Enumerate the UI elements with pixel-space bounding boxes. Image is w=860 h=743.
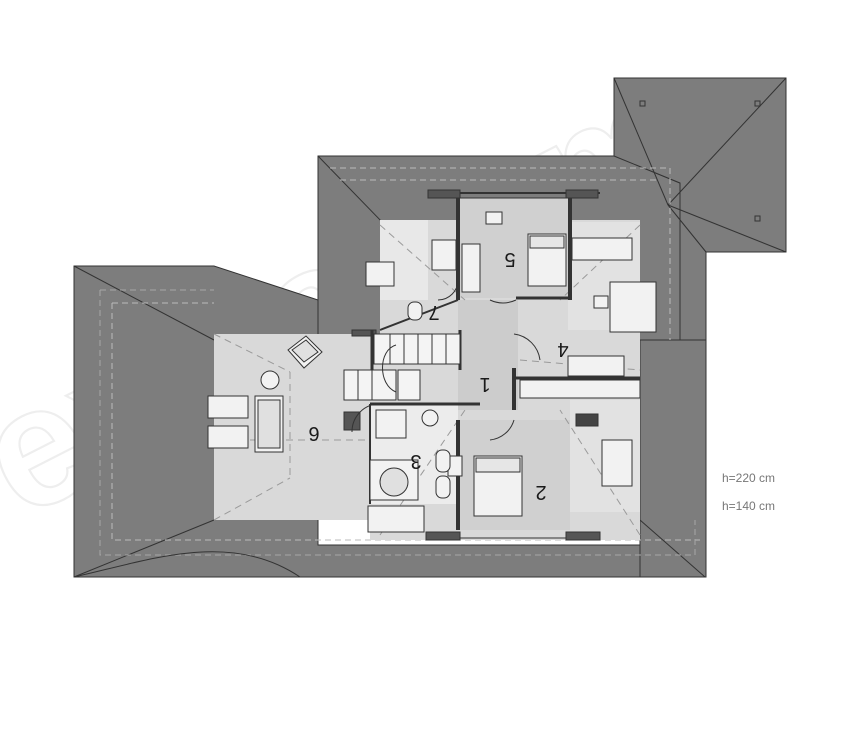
vanity	[367, 505, 425, 533]
side-table	[207, 395, 249, 419]
staircase	[343, 333, 461, 401]
shower	[375, 409, 407, 439]
furniture	[207, 211, 657, 533]
room-label-6: 6	[308, 422, 319, 444]
wardrobe-hall	[519, 379, 641, 399]
room-labels: 5 7 4 1 6 3 2	[308, 248, 568, 503]
washbasin	[421, 409, 439, 427]
toilet-7	[407, 301, 423, 321]
wardrobe-5	[461, 243, 481, 293]
round-stool	[260, 370, 280, 390]
doors	[351, 279, 541, 441]
sofa-2	[601, 439, 633, 487]
wardrobe-4	[567, 355, 625, 377]
bench	[575, 413, 599, 427]
room-label-1: 1	[479, 373, 490, 395]
wardrobe-7	[431, 239, 457, 271]
height-legend: h=220 cm h=140 cm	[722, 471, 775, 513]
washing-machine	[365, 261, 395, 287]
legend-height-140: h=140 cm	[722, 499, 775, 513]
bed-4	[571, 237, 633, 261]
room-label-7: 7	[428, 301, 439, 323]
bidet	[435, 449, 451, 473]
toilet-3	[435, 475, 451, 499]
desk-4	[609, 281, 657, 333]
room-label-3: 3	[410, 450, 421, 472]
room-label-2: 2	[535, 481, 546, 503]
room-label-5: 5	[504, 248, 515, 270]
legend-height-220: h=220 cm	[722, 471, 775, 485]
chair-4	[593, 295, 609, 309]
room-label-4: 4	[557, 338, 568, 360]
chair-5	[485, 211, 503, 225]
